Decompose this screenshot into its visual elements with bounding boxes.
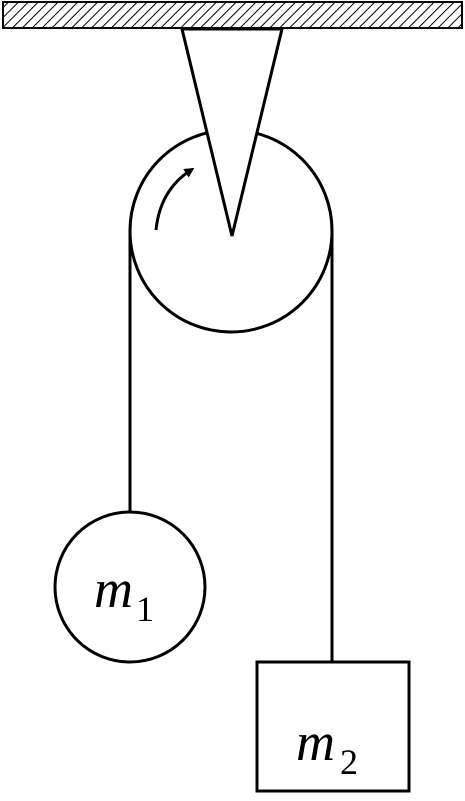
mass-m1: m1 (53, 510, 207, 664)
mass-m1-subscript: 1 (136, 589, 154, 629)
mass-m1-label: m1 (94, 559, 154, 629)
mass-m2-symbol: m (296, 712, 335, 772)
rotation-arrow-icon (154, 167, 195, 231)
pulley-support (180, 27, 284, 237)
mass-m2-block (255, 660, 411, 793)
ceiling-hatch (2, 1, 463, 29)
ceiling (2, 1, 463, 29)
mass-m1-sphere (53, 510, 207, 664)
mass-m1-symbol: m (94, 559, 133, 619)
mass-m2-subscript: 2 (340, 742, 358, 782)
